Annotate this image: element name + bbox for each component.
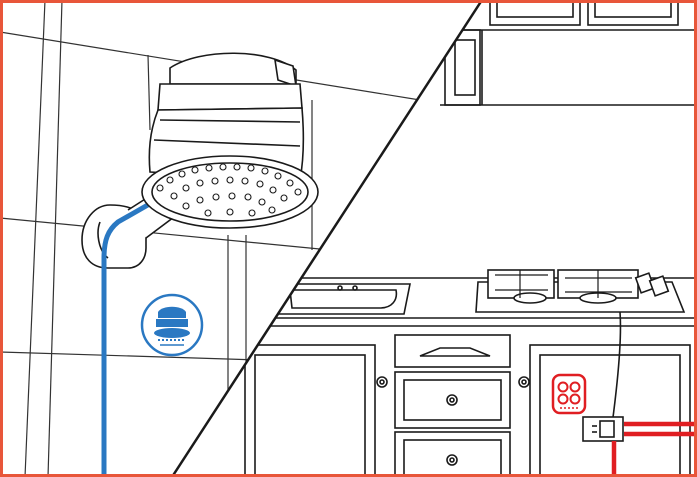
shower-head bbox=[142, 53, 318, 228]
kitchen-sink bbox=[270, 284, 410, 314]
gas-stove bbox=[476, 270, 684, 312]
kitchen-panel bbox=[245, 0, 697, 477]
shower-head-icon bbox=[142, 295, 202, 355]
electric-cooktop-icon bbox=[553, 375, 585, 413]
base-cabinets bbox=[245, 335, 690, 477]
wall-outlet bbox=[583, 417, 623, 441]
upper-cabinets bbox=[430, 0, 697, 105]
